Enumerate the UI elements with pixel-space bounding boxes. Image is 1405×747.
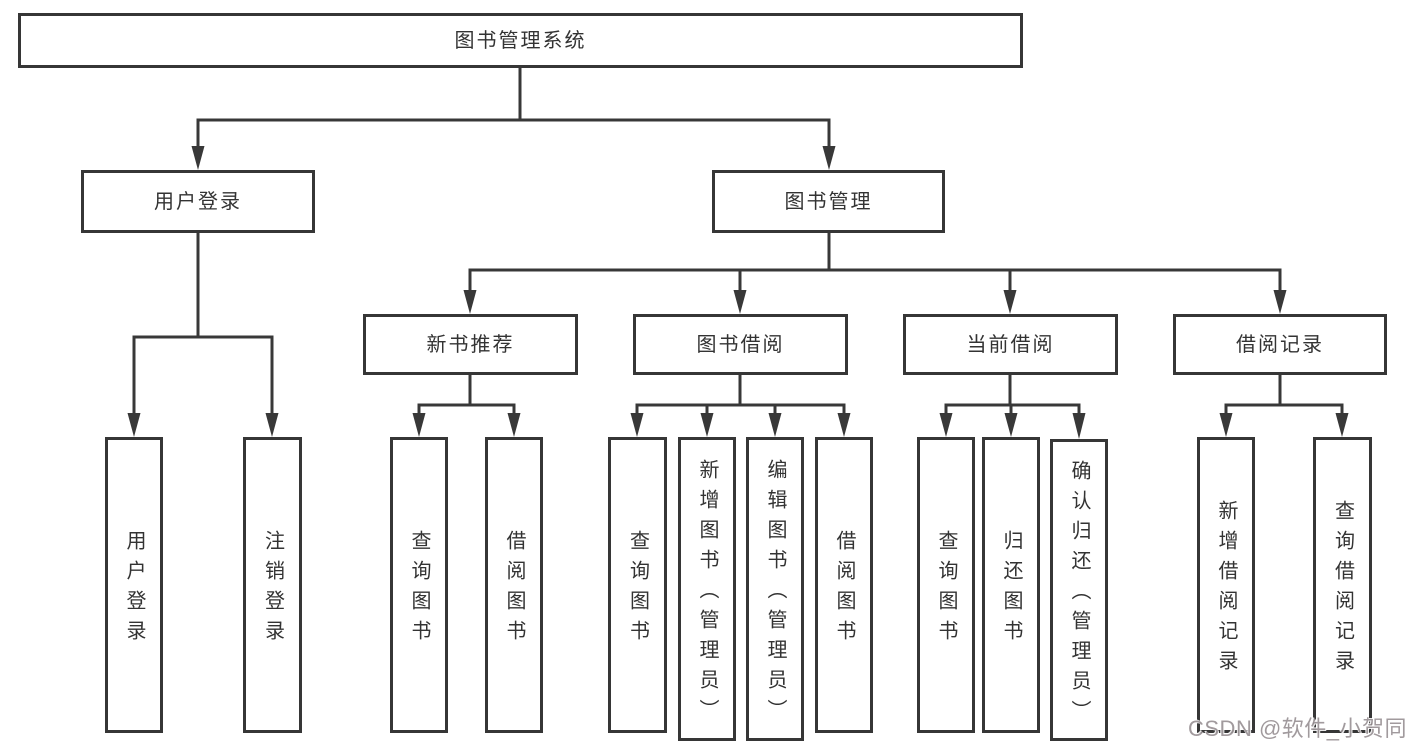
node-current-borrowing-label: 当前借阅 [966,333,1055,356]
leaf-borrow-books-1: 借阅图书 [485,437,543,733]
leaf-search-books-3-label: 查询图书 [935,530,957,650]
leaf-add-book-admin-label: 新增图书（管理员） [696,459,718,729]
leaf-add-borrow-record-label: 新增借阅记录 [1215,500,1237,680]
leaf-edit-book-admin-label: 编辑图书（管理员） [764,459,786,729]
leaf-confirm-return-admin-label: 确认归还（管理员） [1068,460,1090,730]
leaf-search-borrow-record-label: 查询借阅记录 [1331,500,1354,680]
leaf-borrow-books-2: 借阅图书 [815,437,873,733]
leaf-search-books-3: 查询图书 [917,437,975,733]
leaf-user-login: 用户登录 [105,437,163,733]
leaf-search-books-2-label: 查询图书 [626,530,649,650]
leaf-logout: 注销登录 [243,437,302,733]
node-user-login: 用户登录 [81,170,315,233]
node-root: 图书管理系统 [18,13,1023,68]
leaf-user-login-label: 用户登录 [123,530,145,650]
leaf-confirm-return-admin: 确认归还（管理员） [1050,439,1108,741]
leaf-borrow-books-1-label: 借阅图书 [503,530,525,650]
node-current-borrowing: 当前借阅 [903,314,1118,375]
node-borrow-records-label: 借阅记录 [1236,333,1324,356]
leaf-search-books-1-label: 查询图书 [408,530,430,650]
leaf-search-books-2: 查询图书 [608,437,667,733]
node-borrow-records: 借阅记录 [1173,314,1387,375]
leaf-search-borrow-record: 查询借阅记录 [1313,437,1372,733]
node-book-borrowing-label: 图书借阅 [696,333,785,356]
leaf-add-borrow-record: 新增借阅记录 [1197,437,1255,733]
arrowheads [127,146,1349,439]
node-new-book-recommend-label: 新书推荐 [426,333,515,356]
leaf-logout-label: 注销登录 [261,530,284,650]
node-root-label: 图书管理系统 [454,29,587,52]
node-book-management: 图书管理 [712,170,945,233]
node-book-management-label: 图书管理 [784,190,873,213]
leaf-add-book-admin: 新增图书（管理员） [678,437,736,741]
leaf-return-book-label: 归还图书 [1000,530,1022,650]
csdn-watermark: CSDN @软件_小贺同学 [1188,716,1405,741]
leaf-borrow-books-2-label: 借阅图书 [833,530,855,650]
node-user-login-label: 用户登录 [154,190,242,213]
node-book-borrowing: 图书借阅 [633,314,848,375]
leaf-return-book: 归还图书 [982,437,1040,733]
leaf-edit-book-admin: 编辑图书（管理员） [746,437,804,741]
node-new-book-recommend: 新书推荐 [363,314,578,375]
leaf-search-books-1: 查询图书 [390,437,448,733]
